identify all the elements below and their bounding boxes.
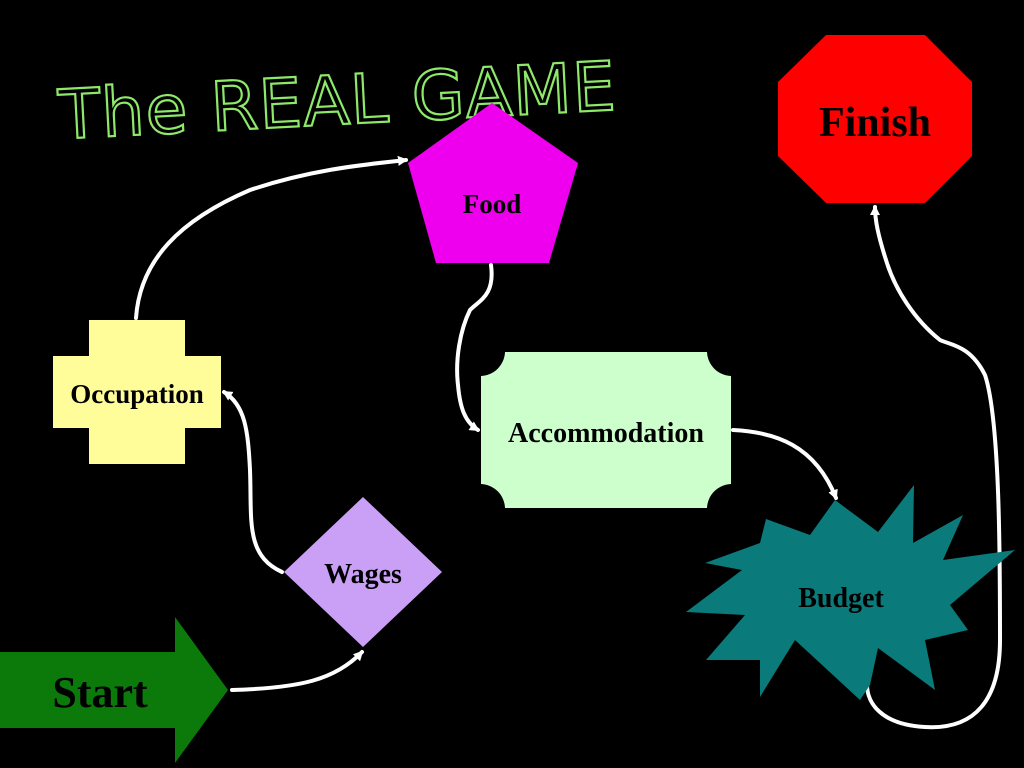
occupation-label: Occupation	[70, 379, 204, 409]
connector-budget-to-finish	[865, 205, 1003, 730]
start-arrow-shape	[0, 617, 228, 763]
accommodation-label: Accommodation	[508, 418, 704, 449]
node-wages: Wages	[284, 497, 442, 647]
budget-starburst-shape	[686, 485, 1015, 700]
finish-label: Finish	[819, 100, 931, 146]
node-accommodation: Accommodation	[481, 352, 731, 508]
connector-food-to-accommodation	[455, 263, 494, 432]
node-occupation: Occupation	[53, 320, 221, 464]
node-food: Food	[408, 103, 578, 263]
start-label: Start	[52, 668, 148, 717]
node-budget: Budget	[686, 485, 1015, 700]
connector-start-to-wages	[230, 650, 364, 692]
connectors	[134, 155, 1003, 730]
budget-label: Budget	[798, 583, 884, 614]
wages-diamond-shape	[284, 497, 442, 647]
food-pentagon-shape	[408, 103, 578, 263]
finish-octagon-shape	[778, 35, 972, 203]
accommodation-plaque-shape	[481, 352, 731, 508]
node-start: Start	[0, 617, 228, 763]
occupation-plus-shape	[53, 320, 221, 464]
connector-wages-to-occupation	[222, 390, 284, 574]
connector-accommodation-to-budget	[731, 428, 838, 500]
node-finish: Finish	[778, 35, 972, 203]
connector-occupation-to-food	[134, 155, 408, 320]
food-label: Food	[463, 189, 522, 219]
wages-label: Wages	[324, 559, 402, 590]
